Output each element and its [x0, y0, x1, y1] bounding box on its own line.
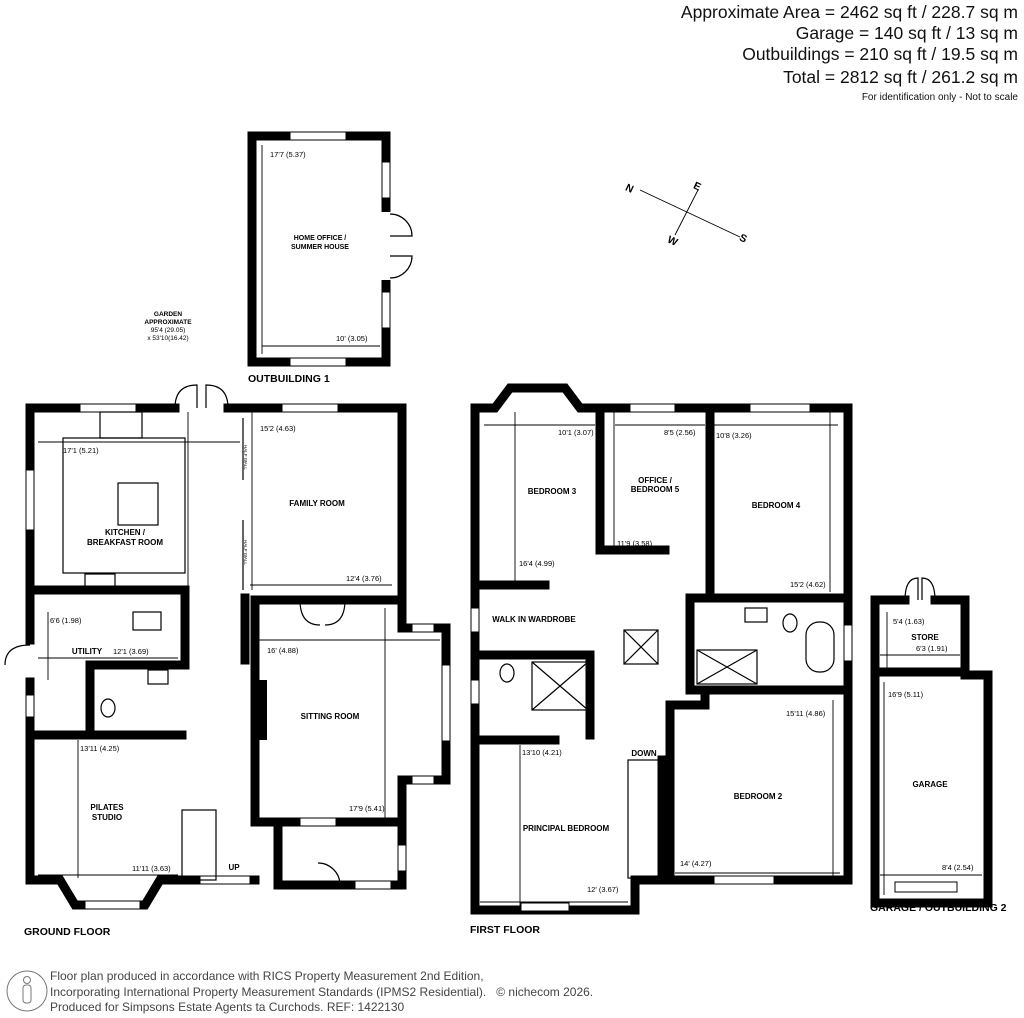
plan-label: 11'9 (3.58)	[617, 539, 653, 548]
plan-label: 22' (6.71)	[150, 584, 182, 593]
plan-label: PILATES	[90, 803, 124, 812]
first-floor-title: FIRST FLOOR	[470, 924, 540, 936]
plan-label: E	[691, 180, 702, 194]
plan-label: BEDROOM 5	[631, 485, 680, 494]
plan-label: 10'8 (3.26)	[716, 431, 752, 440]
plan-label: 12' (3.67)	[587, 885, 619, 894]
plan-label: STORE	[911, 633, 939, 642]
plan-label: 13'10 (4.21)	[522, 748, 562, 757]
plan-label: W	[665, 234, 679, 249]
plan-label: BEDROOM 4	[752, 501, 801, 510]
garage-title: GARAGE / OUTBUILDING 2	[870, 902, 1007, 914]
plan-label: GARDEN	[154, 311, 182, 318]
plan-label: HALF WALL	[243, 445, 248, 470]
plan-label: UTILITY	[72, 647, 103, 656]
plan-label: BEDROOM 2	[734, 792, 783, 801]
copyright: © nichecom 2026.	[496, 984, 594, 999]
plan-label: FAMILY ROOM	[289, 499, 345, 508]
outbuildings-area: Outbuildings = 210 sq ft / 19.5 sq m	[742, 44, 1018, 64]
plan-label: PRINCIPAL BEDROOM	[523, 824, 610, 833]
plan-label: 16'9 (5.11)	[888, 690, 924, 699]
plan-label: OFFICE /	[638, 476, 673, 485]
compass-icon: N E S W	[623, 180, 748, 249]
plan-label: x 53'10(16.42)	[147, 335, 188, 342]
plan-label: SITTING ROOM	[301, 712, 360, 721]
plan-label: 16'4 (4.99)	[519, 559, 555, 568]
garage-block: 5'4 (1.63) 6'3 (1.91) STORE 16'9 (5.11) …	[870, 577, 1007, 914]
plan-label: GARAGE	[912, 780, 948, 789]
plan-label: 17'9 (5.41)	[349, 804, 385, 813]
first-floor: 10'1 (3.07) 16'4 (4.99) BEDROOM 3 8'5 (2…	[470, 383, 853, 936]
plan-label: 10'1 (3.07)	[558, 428, 594, 437]
plan-label: DOWN	[631, 749, 657, 758]
plan-label: 12'4 (3.76)	[346, 574, 382, 583]
ground-floor: 17'1 (5.21) 22' (6.71) KITCHEN / BREAKFA…	[4, 384, 451, 938]
plan-label: 8'4 (2.54)	[942, 863, 974, 872]
plan-label: WALK IN WARDROBE	[492, 615, 576, 624]
garden-note: GARDEN APPROXIMATE 95'4 (29.05) x 53'10(…	[144, 311, 192, 342]
person-icon	[6, 970, 48, 1012]
plan-label: APPROXIMATE	[144, 319, 192, 326]
plan-label: 95'4 (29.05)	[151, 327, 186, 334]
plan-label: BREAKFAST ROOM	[87, 538, 163, 547]
plan-label: 17'7 (5.37)	[270, 150, 306, 159]
approximate-area: Approximate Area = 2462 sq ft / 228.7 sq…	[680, 2, 1018, 22]
ground-floor-title: GROUND FLOOR	[24, 926, 111, 938]
garage-area: Garage = 140 sq ft / 13 sq m	[795, 23, 1018, 43]
plan-label: SUMMER HOUSE	[291, 244, 349, 251]
plan-label: N	[623, 182, 635, 196]
plan-label: S	[737, 232, 748, 246]
plan-label: 11'11 (3.63)	[132, 864, 171, 873]
plan-label: 15'11 (4.86)	[786, 709, 826, 718]
plan-label: 6'3 (1.91)	[916, 644, 948, 653]
plan-label: 15'2 (4.62)	[790, 580, 826, 589]
plan-label: BEDROOM 3	[528, 487, 577, 496]
plan-label: 13'11 (4.25)	[80, 744, 120, 753]
plan-label: 16' (4.88)	[267, 646, 299, 655]
plan-label: 6'6 (1.98)	[50, 616, 82, 625]
footer-disclaimer: Floor plan produced in accordance with R…	[50, 969, 594, 1014]
area-summary: Approximate Area = 2462 sq ft / 228.7 sq…	[681, 2, 1018, 103]
plan-label: HALF WALL	[243, 540, 248, 565]
plan-label: 17'1 (5.21)	[63, 446, 99, 455]
plan-label: UP	[228, 863, 240, 872]
scale-note: For identification only - Not to scale	[861, 92, 1018, 103]
outbuilding-1-title: OUTBUILDING 1	[248, 373, 330, 385]
plan-label: STUDIO	[92, 813, 122, 822]
plan-label: 12'1 (3.69)	[113, 647, 149, 656]
plan-label: 5'4 (1.63)	[893, 617, 925, 626]
total-area: Total = 2812 sq ft / 261.2 sq m	[783, 67, 1018, 87]
plan-label: 14' (4.27)	[680, 859, 712, 868]
plan-label: 8'5 (2.56)	[664, 428, 696, 437]
plan-label: 15'2 (4.63)	[260, 424, 296, 433]
outbuilding-1: 17'7 (5.37) 10' (3.05) HOME OFFICE / SUM…	[247, 131, 413, 385]
plan-label: 10' (3.05)	[336, 334, 368, 343]
plan-label: HOME OFFICE /	[294, 235, 347, 242]
plan-label: KITCHEN /	[105, 528, 146, 537]
